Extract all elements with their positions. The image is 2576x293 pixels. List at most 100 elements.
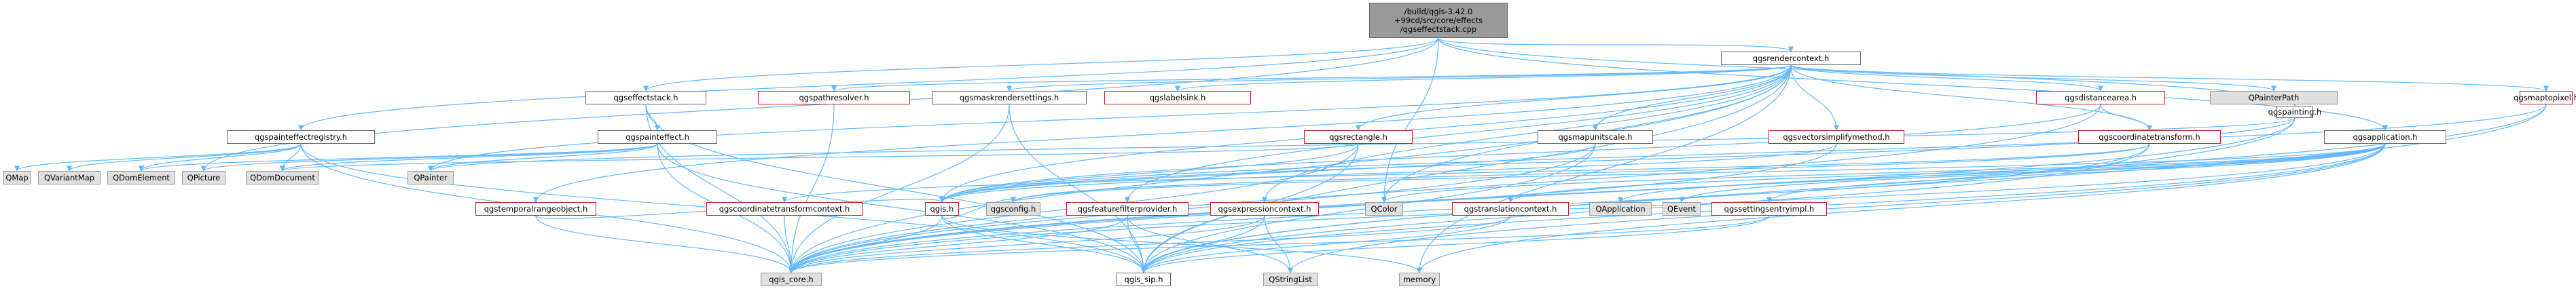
edge-qgis-sip xyxy=(941,215,1147,273)
edge-m2p-qgis xyxy=(939,104,2547,203)
node-qgis-sip[interactable]: qgis_sip.h xyxy=(1117,273,1171,286)
node-distancearea[interactable]: qgsdistancearea.h xyxy=(2036,91,2165,104)
edge-mus-qgis xyxy=(939,143,1596,203)
node-label: qgis_sip.h xyxy=(1124,274,1163,284)
edge-sei-sip xyxy=(1140,215,1770,273)
edge-pr-core xyxy=(788,104,835,273)
edge-ptg-qp xyxy=(428,117,2296,172)
edge-rc-rect xyxy=(1355,64,1792,131)
node-label: qgsmapunitscale.h xyxy=(1558,132,1633,142)
node-qdomdocument[interactable]: QDomDocument xyxy=(246,171,319,184)
node-qstringlist[interactable]: QStringList xyxy=(1263,273,1318,286)
edge-pe-qpic xyxy=(201,143,658,172)
edge-mrs-core xyxy=(788,104,1010,273)
node-qpicture[interactable]: QPicture xyxy=(182,171,225,184)
node-label: QEvent xyxy=(1667,203,1696,214)
edge-rc-pr xyxy=(831,64,1792,92)
edge-pe-qp xyxy=(427,143,658,172)
edge-da-ct xyxy=(2100,104,2153,131)
node-memory[interactable]: memory xyxy=(1399,273,1440,286)
node-label: qgssettingsentryimpl.h xyxy=(1724,203,1815,214)
node-label: qgsmaptopixel.h xyxy=(2514,92,2576,102)
edge-sei-core xyxy=(788,215,1770,273)
node-qgis-core[interactable]: qgis_core.h xyxy=(761,273,822,286)
node-root-file[interactable]: /build/qgis-3.42.0 +99cd/src/core/effect… xyxy=(1369,3,1508,38)
node-label: /build/qgis-3.42.0 +99cd/src/core/effect… xyxy=(1394,6,1483,34)
edge-ffp-sip xyxy=(1127,215,1147,273)
edge-root-qpic xyxy=(200,37,1439,172)
node-label: qgsvectorsimplifymethod.h xyxy=(1783,132,1890,142)
edge-per-qde xyxy=(138,143,302,172)
node-qgis[interactable]: qgis.h xyxy=(925,202,959,216)
edge-rc-ffp xyxy=(1124,64,1792,203)
node-vectorsimplifymethod[interactable]: qgsvectorsimplifymethod.h xyxy=(1768,130,1904,144)
edge-mus-core xyxy=(788,143,1596,273)
node-label: qgsexpressioncontext.h xyxy=(1218,203,1311,214)
node-painteffectregistry[interactable]: qgspainteffectregistry.h xyxy=(227,130,375,144)
node-label: qgspainting.h xyxy=(2268,106,2322,117)
node-rendercontext[interactable]: qgsrendercontext.h xyxy=(1721,52,1861,65)
node-painting[interactable]: qgspainting.h xyxy=(2268,106,2321,118)
edge-rc-mem xyxy=(1416,64,1792,273)
edge-root-qc xyxy=(1381,37,1439,203)
edge-rc-to xyxy=(532,64,1792,203)
edge-app-mem xyxy=(1416,143,2386,273)
edge-es-pe xyxy=(645,104,661,131)
node-pathresolver[interactable]: qgspathresolver.h xyxy=(758,91,910,104)
node-label: qgstranslationcontext.h xyxy=(1464,203,1557,214)
node-label: memory xyxy=(1402,274,1436,284)
edge-ctc-core xyxy=(784,215,795,273)
node-labelsink[interactable]: qgslabelsink.h xyxy=(1104,91,1251,104)
node-temporalrangeobject[interactable]: qgstemporalrangeobject.h xyxy=(475,202,596,216)
edge-rc-pp xyxy=(1790,64,2276,92)
node-coordinatetransform[interactable]: qgscoordinatetransform.h xyxy=(2078,130,2221,144)
node-label: qgspainteffect.h xyxy=(625,132,689,142)
edge-app-tc xyxy=(1508,143,2386,203)
node-painteffect[interactable]: qgspainteffect.h xyxy=(598,130,717,144)
node-label: qgsrectangle.h xyxy=(1329,132,1387,142)
edge-ct-ctc xyxy=(782,143,2150,203)
node-featurefilterprovider[interactable]: qgsfeaturefilterprovider.h xyxy=(1066,202,1189,216)
node-qmap[interactable]: QMap xyxy=(3,171,31,184)
node-qcolor[interactable]: QColor xyxy=(1365,202,1403,216)
edge-app-qsl xyxy=(1287,143,2386,273)
edge-rc-sip xyxy=(1140,64,1792,273)
node-label: qgspainteffectregistry.h xyxy=(254,132,348,142)
node-qgsconfig[interactable]: qgsconfig.h xyxy=(986,202,1040,216)
edge-tc-core xyxy=(788,215,1511,273)
edge-root-per xyxy=(297,37,1439,131)
node-settingsentryimpl[interactable]: qgssettingsentryimpl.h xyxy=(1711,202,1827,216)
node-qapplication[interactable]: QApplication xyxy=(1589,202,1652,216)
node-effectstack[interactable]: qgseffectstack.h xyxy=(585,91,706,104)
edge-app-qc xyxy=(1381,143,2386,203)
node-label: QColor xyxy=(1371,203,1398,214)
node-qevent[interactable]: QEvent xyxy=(1663,202,1701,216)
node-maptopixel[interactable]: qgsmaptopixel.h xyxy=(2514,91,2576,104)
node-label: qgscoordinatetransform.h xyxy=(2099,132,2200,142)
node-rectangle[interactable]: qgsrectangle.h xyxy=(1304,130,1413,144)
edge-root-es xyxy=(643,37,1439,92)
node-qpainterpath[interactable]: QPainterPath xyxy=(2210,91,2338,104)
edge-rc-da xyxy=(1790,64,2104,92)
node-expressioncontext[interactable]: qgsexpressioncontext.h xyxy=(1210,202,1319,216)
node-qpainter[interactable]: QPainter xyxy=(407,171,454,184)
node-translationcontext[interactable]: qgstranslationcontext.h xyxy=(1452,202,1569,216)
edge-rc-m2p xyxy=(1790,64,2549,92)
node-mapunitscale[interactable]: qgsmapunitscale.h xyxy=(1538,130,1653,144)
node-application[interactable]: qgsapplication.h xyxy=(2324,130,2446,144)
node-label: qgis.h xyxy=(930,203,954,214)
node-label: qgsconfig.h xyxy=(990,203,1036,214)
edge-rc-qp xyxy=(427,64,1792,172)
node-qdomelement[interactable]: QDomElement xyxy=(107,171,175,184)
node-label: qgsapplication.h xyxy=(2353,132,2418,142)
node-label: QStringList xyxy=(1269,274,1312,284)
node-coordinatetransformcontext[interactable]: qgscoordinatetransformcontext.h xyxy=(706,202,863,216)
node-maskrendersettings[interactable]: qgsmaskrendersettings.h xyxy=(932,91,1087,104)
edge-app-sei xyxy=(1766,143,2386,203)
edge-pe-qdd xyxy=(280,143,658,172)
node-qvariantmap[interactable]: QVariantMap xyxy=(38,171,101,184)
node-label: QApplication xyxy=(1595,203,1646,214)
edge-root-app xyxy=(1438,37,2389,131)
node-label: qgseffectstack.h xyxy=(613,92,678,102)
edge-da-core xyxy=(788,104,2101,273)
